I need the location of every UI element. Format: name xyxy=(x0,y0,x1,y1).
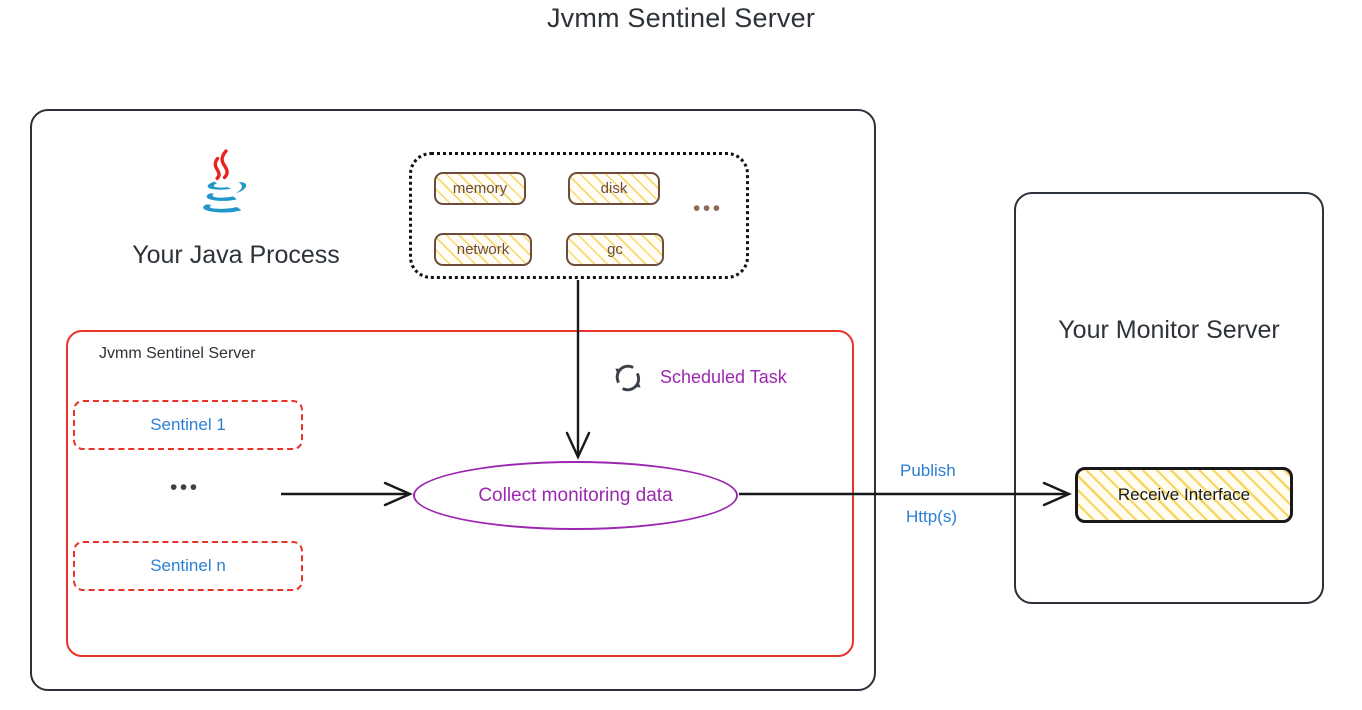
monitor-server-container xyxy=(1014,192,1324,604)
metric-chip-memory[interactable]: memory xyxy=(434,172,526,205)
refresh-cycle-icon xyxy=(612,362,644,394)
metric-chip-gc[interactable]: gc xyxy=(566,233,664,266)
metric-chip-network[interactable]: network xyxy=(434,233,532,266)
metrics-ellipsis: ••• xyxy=(693,197,723,220)
sentinel-chip-1[interactable]: Sentinel 1 xyxy=(73,400,303,450)
publish-label: Publish xyxy=(900,461,956,480)
metric-chip-disk[interactable]: disk xyxy=(568,172,660,205)
java-process-label: Your Java Process xyxy=(132,241,340,269)
sentinel-ellipsis: ••• xyxy=(170,476,200,499)
scheduled-task-label: Scheduled Task xyxy=(660,367,787,387)
metrics-group xyxy=(409,152,749,279)
java-logo-icon xyxy=(193,148,257,222)
protocol-label: Http(s) xyxy=(906,507,957,526)
page-title: Jvmm Sentinel Server xyxy=(546,3,816,33)
receive-interface-node[interactable]: Receive Interface xyxy=(1075,467,1293,523)
sentinel-chip-n[interactable]: Sentinel n xyxy=(73,541,303,591)
collect-monitoring-data-node[interactable]: Collect monitoring data xyxy=(413,461,738,530)
monitor-server-label: Your Monitor Server xyxy=(1058,316,1280,344)
sentinel-server-label: Jvmm Sentinel Server xyxy=(99,345,256,362)
